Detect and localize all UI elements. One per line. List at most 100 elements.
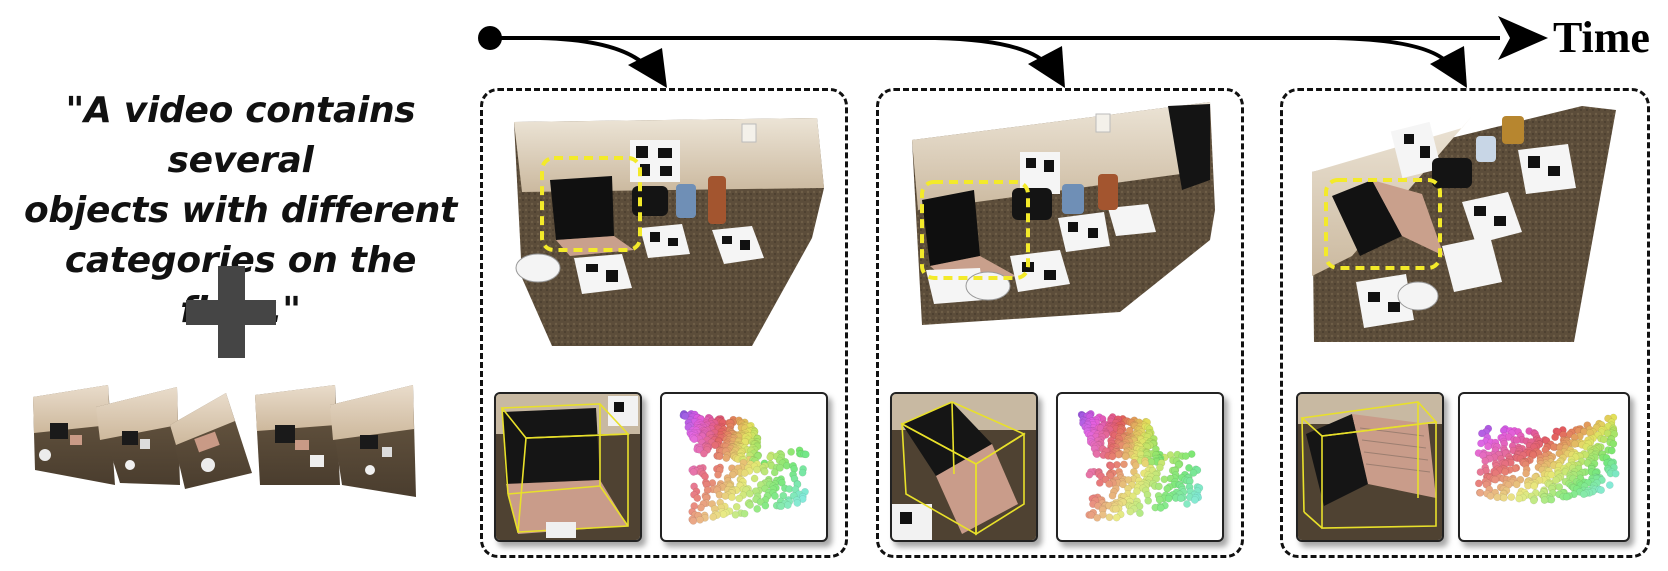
scene-point-cloud-1	[514, 118, 824, 346]
point	[1571, 440, 1579, 448]
frame-panel-2	[876, 88, 1244, 558]
laptop-points-2	[1077, 410, 1204, 522]
detection-box-1	[540, 156, 642, 252]
point	[1547, 495, 1556, 504]
point	[1500, 494, 1508, 502]
laptop-points-3	[1474, 413, 1620, 505]
point	[1562, 493, 1571, 501]
point	[693, 494, 702, 502]
point	[753, 505, 761, 513]
point	[1156, 504, 1165, 512]
point	[766, 453, 774, 461]
point	[696, 516, 704, 524]
video-frame-2	[96, 387, 180, 485]
point	[1093, 514, 1102, 522]
point	[1481, 457, 1490, 465]
point	[1119, 480, 1127, 489]
video-frame-4	[255, 385, 340, 485]
point	[1164, 494, 1173, 503]
point	[1111, 505, 1120, 513]
video-frame-5	[330, 385, 416, 497]
point	[1605, 481, 1614, 489]
point	[787, 448, 795, 456]
point	[750, 474, 759, 483]
point	[735, 494, 743, 503]
point	[709, 513, 717, 521]
point	[715, 452, 724, 461]
point	[731, 511, 740, 519]
point	[714, 471, 722, 479]
laptop-point-cloud-thumb-2	[1056, 392, 1224, 542]
point	[793, 499, 802, 507]
point	[1121, 452, 1130, 461]
point	[1478, 429, 1486, 438]
point	[728, 493, 736, 501]
point	[1155, 495, 1164, 504]
point	[732, 503, 741, 511]
point	[1515, 494, 1523, 503]
point	[1177, 494, 1185, 503]
point	[681, 412, 690, 421]
point	[740, 469, 749, 477]
point	[1107, 462, 1115, 470]
point	[1096, 479, 1104, 487]
laptop-3d-bbox-thumb-2	[890, 392, 1038, 542]
point	[689, 517, 698, 525]
point	[1108, 452, 1117, 461]
detection-box-2	[920, 180, 1030, 280]
point	[784, 501, 792, 509]
point	[1512, 480, 1521, 489]
scene-point-cloud-2	[912, 102, 1215, 325]
point	[1099, 511, 1107, 519]
point	[753, 465, 761, 474]
point	[1108, 491, 1117, 500]
laptop-point-cloud-thumb-1	[660, 392, 828, 542]
point	[1522, 469, 1530, 478]
point	[1547, 471, 1556, 479]
point	[1580, 490, 1588, 498]
point	[761, 501, 770, 510]
point	[1093, 450, 1101, 459]
point	[1136, 509, 1144, 517]
laptop-3d-bbox-thumb-3	[1296, 392, 1444, 542]
point	[746, 489, 754, 498]
time-axis-label: Time	[1553, 13, 1650, 62]
point	[1085, 470, 1094, 479]
point	[1529, 451, 1537, 459]
point	[1132, 461, 1140, 470]
arrow-right-icon	[1498, 16, 1548, 60]
point	[700, 449, 708, 458]
point	[719, 510, 728, 519]
point	[1501, 468, 1510, 476]
point	[1611, 469, 1620, 478]
point	[1156, 463, 1164, 472]
point	[1491, 475, 1500, 484]
point	[1155, 482, 1163, 491]
point	[776, 464, 784, 472]
point	[1182, 452, 1190, 460]
point	[1189, 469, 1198, 477]
point	[1476, 489, 1485, 497]
detection-box-3	[1324, 178, 1442, 270]
point	[1540, 496, 1549, 504]
point	[740, 509, 749, 518]
point	[760, 467, 769, 476]
point	[721, 492, 730, 500]
point	[1183, 500, 1191, 508]
point	[1190, 496, 1199, 504]
point	[1597, 486, 1605, 494]
caption-line-1: "A video contains several	[65, 90, 416, 181]
point	[1599, 435, 1608, 444]
frame-panel-1	[480, 88, 848, 558]
point	[1105, 513, 1114, 522]
video-frame-1	[33, 385, 115, 485]
video-frames-strip	[33, 385, 416, 497]
point	[798, 468, 807, 477]
point	[1609, 440, 1618, 448]
point	[777, 502, 785, 510]
point	[689, 468, 698, 476]
point	[771, 492, 779, 500]
point	[1530, 496, 1538, 505]
caption-line-2: objects with different	[24, 190, 457, 231]
point	[1549, 443, 1558, 451]
